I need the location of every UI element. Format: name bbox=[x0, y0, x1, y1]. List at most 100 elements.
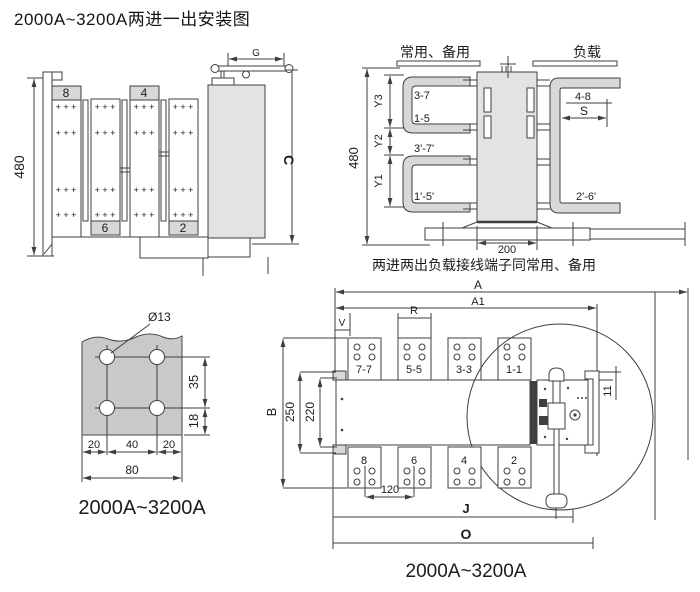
operating-handle bbox=[545, 367, 568, 519]
dim-label-a: A bbox=[474, 278, 482, 292]
base-plate bbox=[424, 227, 591, 241]
dim-label-80: 80 bbox=[125, 463, 139, 477]
dim-label-20-left: 20 bbox=[88, 439, 100, 451]
handle-stem bbox=[553, 428, 560, 496]
top-terminal-blocks: 7-7 5-5 3-3 1-1 bbox=[347, 337, 532, 381]
terminal-block bbox=[497, 446, 532, 489]
bolt-marks: + + + bbox=[134, 128, 155, 138]
dim-label-35: 35 bbox=[186, 375, 201, 389]
bolt-marks: + + + bbox=[173, 210, 194, 220]
drill-pattern-diagram: Ø13 35 18 20 40 20 80 2000A~3200A bbox=[78, 310, 210, 519]
rod bbox=[215, 65, 289, 72]
mounting-hook bbox=[332, 444, 347, 455]
bus-bar-lower-left bbox=[402, 155, 471, 213]
label-1-5: 1-5 bbox=[414, 113, 430, 125]
base-foot bbox=[52, 236, 269, 276]
header-load: 负载 bbox=[573, 44, 601, 60]
drill-hole bbox=[149, 349, 165, 365]
spacer bbox=[121, 99, 128, 222]
foot-step bbox=[139, 236, 209, 259]
drill-hole bbox=[149, 400, 165, 416]
bolt-marks: + + + bbox=[95, 128, 116, 138]
bus-bar-right bbox=[549, 77, 621, 214]
mounting-wall bbox=[42, 71, 53, 257]
mechanism-part bbox=[539, 399, 547, 407]
header-bracket-bar bbox=[396, 60, 481, 67]
handle-shaft bbox=[552, 380, 561, 404]
bolt-marks: + + + bbox=[134, 102, 155, 112]
dim-label-b: B bbox=[264, 408, 279, 417]
handle-pivot-block bbox=[547, 402, 566, 430]
body-dot bbox=[340, 397, 344, 401]
terminal-label-4: 4 bbox=[141, 86, 148, 100]
bolt-marks: + + + bbox=[134, 185, 155, 195]
dim-label-220: 220 bbox=[303, 402, 317, 422]
dim-label-120: 120 bbox=[381, 484, 399, 496]
wall-cut-line bbox=[43, 243, 53, 255]
bolt-marks: + + + bbox=[95, 102, 116, 112]
page-title: 2000A~3200A两进一出安装图 bbox=[14, 10, 251, 29]
column-slot bbox=[483, 87, 492, 113]
terminal-label-5-5: 5-5 bbox=[406, 364, 422, 376]
bolt-marks: + + + bbox=[56, 185, 77, 195]
handle-top-knob bbox=[548, 367, 565, 382]
dim-label-g: G bbox=[252, 48, 260, 59]
terminal-holes bbox=[353, 467, 526, 486]
side-view-diagram: 480 8 4 6 2 + + + + + + + + + bbox=[11, 48, 299, 276]
spacer bbox=[82, 99, 89, 222]
switch-body bbox=[207, 84, 266, 239]
dim-label-y3: Y3 bbox=[373, 94, 385, 107]
dim-label-480: 480 bbox=[346, 147, 361, 169]
label-3-7: 3-7 bbox=[414, 90, 430, 102]
drill-hole bbox=[99, 349, 115, 365]
terminal-label-6: 6 bbox=[411, 455, 417, 467]
terminal-cap bbox=[51, 85, 82, 101]
dim-label-j: J bbox=[462, 501, 469, 516]
dim-label-s: S bbox=[580, 104, 588, 118]
bottom-terminal-blocks: 8 6 4 2 bbox=[347, 446, 532, 489]
label-1p-5p: 1'-5' bbox=[414, 191, 434, 203]
y-dimensions: Y3 Y2 Y1 bbox=[373, 74, 404, 208]
bolt-marks: + + + bbox=[95, 185, 116, 195]
spacer-strips bbox=[82, 99, 169, 222]
body-separator bbox=[530, 381, 537, 444]
label-3p-7p: 3'-7' bbox=[414, 143, 434, 155]
dim-label-c: C bbox=[281, 155, 297, 165]
terminal-label-8: 8 bbox=[63, 86, 70, 100]
body-dot bbox=[340, 428, 344, 432]
mechanism-details bbox=[539, 386, 587, 441]
dim-label-o: O bbox=[461, 526, 472, 542]
terminal-label-1-1: 1-1 bbox=[506, 364, 522, 376]
bolt-marks: + + + bbox=[56, 102, 77, 112]
foot-block bbox=[207, 237, 251, 258]
label-2p-6p: 2'-6' bbox=[576, 191, 596, 203]
header-common-backup: 常用、备用 bbox=[400, 44, 470, 60]
dim-label-20-right: 20 bbox=[163, 439, 175, 451]
column-base bbox=[424, 220, 686, 246]
dim-label-r: R bbox=[410, 305, 418, 317]
terminal-holes bbox=[353, 343, 526, 361]
drill-hole bbox=[99, 400, 115, 416]
rod-end-ball bbox=[210, 64, 220, 73]
header-bracket-bar bbox=[532, 60, 618, 67]
column-slot bbox=[526, 115, 535, 139]
bolt-marks: + + + bbox=[56, 210, 77, 220]
terminal-cap bbox=[90, 220, 121, 236]
mechanism-part bbox=[539, 416, 548, 425]
body-cap bbox=[211, 77, 235, 86]
terminal-note: 两进两出负载接线端子同常用、备用 bbox=[372, 257, 596, 273]
terminal-cap bbox=[168, 220, 199, 236]
busbar-plate bbox=[81, 333, 183, 436]
column-slot bbox=[526, 87, 535, 113]
bolt-marks: + + + bbox=[173, 185, 194, 195]
dim-label-a1: A1 bbox=[471, 296, 484, 308]
dim-label-250: 250 bbox=[283, 402, 297, 422]
detail-circle bbox=[466, 323, 654, 511]
device-body bbox=[335, 379, 531, 446]
dial-center bbox=[573, 413, 577, 417]
terminal-label-8: 8 bbox=[361, 455, 367, 467]
terminal-cap bbox=[129, 85, 160, 101]
label-4-8: 4-8 bbox=[575, 91, 591, 103]
